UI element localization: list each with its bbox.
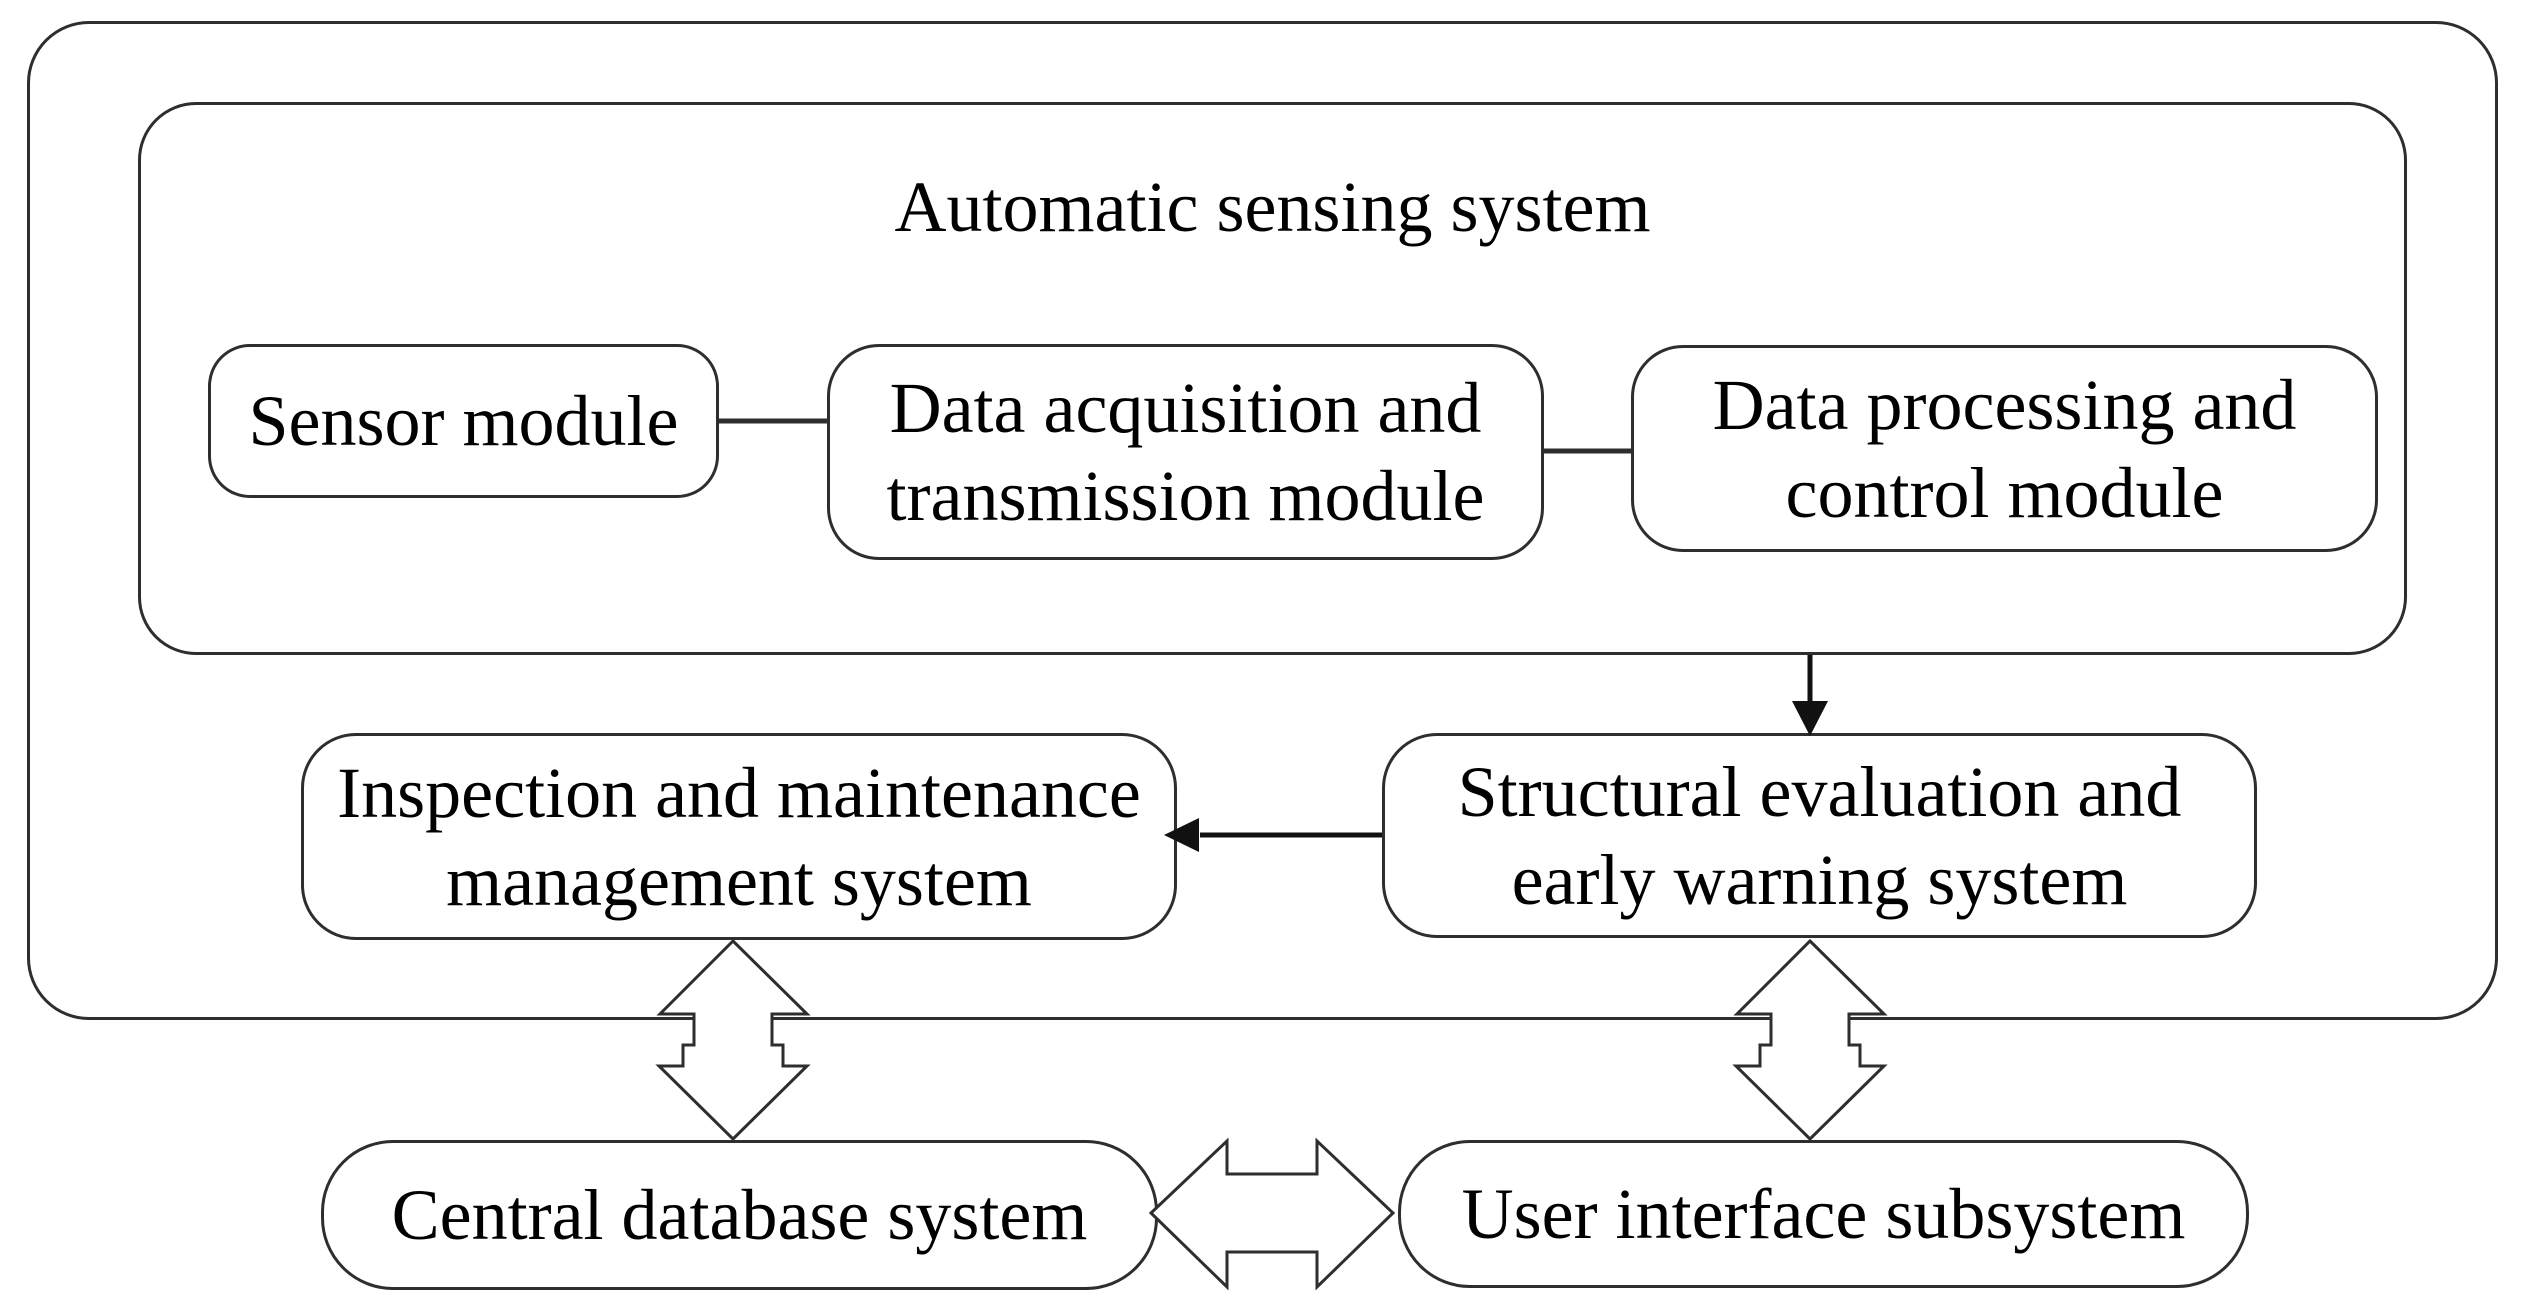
inspection-maintenance-system-label: Inspection and maintenance management sy… [337, 752, 1141, 921]
structural-evaluation-system-label: Structural evaluation and early warning … [1457, 751, 2182, 920]
data-processing-module-box: Data processing and control module [1631, 345, 2378, 552]
inspection-maintenance-system-box: Inspection and maintenance management sy… [301, 733, 1177, 940]
sensing-system-title: Automatic sensing system [894, 167, 1651, 247]
data-acquisition-module-box: Data acquisition and transmission module [827, 344, 1544, 560]
data-acquisition-module-label: Data acquisition and transmission module [886, 368, 1485, 536]
sensor-module-label: Sensor module [248, 381, 679, 461]
structural-evaluation-system-box: Structural evaluation and early warning … [1382, 733, 2257, 938]
sensor-module-box: Sensor module [208, 344, 719, 498]
automatic-sensing-system-boundary [138, 102, 2407, 655]
central-database-system-box: Central database system [321, 1140, 1158, 1290]
user-interface-subsystem-label: User interface subsystem [1461, 1174, 2186, 1254]
user-interface-subsystem-box: User interface subsystem [1398, 1140, 2249, 1288]
database-interface-double-arrow [1148, 1137, 1396, 1291]
overall-system-boundary [27, 21, 2498, 1020]
data-processing-module-label: Data processing and control module [1712, 364, 2297, 533]
central-database-system-label: Central database system [391, 1175, 1088, 1255]
